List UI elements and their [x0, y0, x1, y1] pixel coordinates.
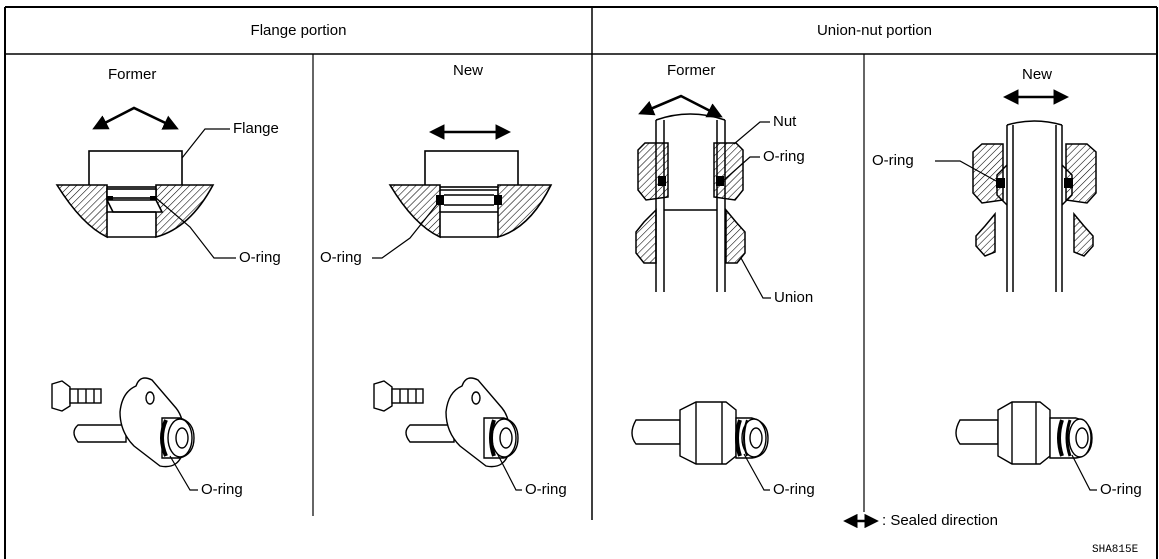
label-o-ring-sketch-flange-new: O-ring	[525, 481, 567, 498]
table-frame	[4, 6, 1158, 559]
col-union-new: New	[1022, 66, 1053, 83]
flange-new-section	[372, 124, 553, 259]
label-o-ring-sketch-union-new: O-ring	[1100, 481, 1142, 498]
label-flange: Flange	[233, 120, 279, 137]
label-o-ring-sketch-flange-former: O-ring	[201, 481, 243, 498]
legend-sealed-direction: : Sealed direction	[882, 512, 998, 529]
label-nut: Nut	[773, 113, 797, 130]
union-former-sketch	[631, 401, 770, 491]
flange-former-section	[55, 106, 236, 259]
header-flange-portion: Flange portion	[250, 22, 347, 39]
union-new-sketch	[955, 401, 1097, 491]
union-new-section	[935, 89, 1097, 292]
label-union: Union	[774, 289, 814, 306]
flange-new-sketch	[373, 377, 522, 491]
header-union-nut-portion: Union-nut portion	[816, 22, 933, 39]
col-flange-former: Former	[108, 66, 157, 83]
label-o-ring-flange-new: O-ring	[320, 249, 362, 266]
col-flange-new: New	[453, 62, 484, 79]
flange-former-sketch	[51, 377, 198, 491]
label-o-ring-flange-former: O-ring	[239, 249, 281, 266]
col-union-former: Former	[667, 62, 716, 79]
label-o-ring-sketch-union-former: O-ring	[773, 481, 815, 498]
figure-code: SHA815E	[1092, 544, 1139, 556]
union-former-section	[635, 94, 771, 299]
label-o-ring-union-former: O-ring	[763, 148, 805, 165]
label-o-ring-union-new: O-ring	[872, 152, 914, 169]
